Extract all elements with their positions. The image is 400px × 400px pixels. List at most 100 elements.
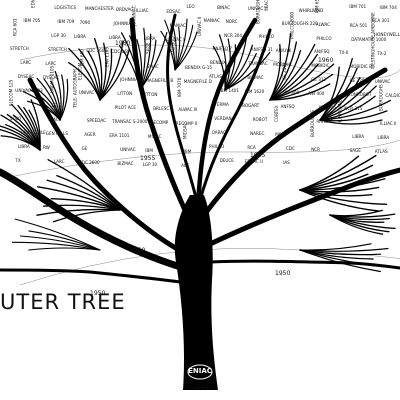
twig (299, 249, 390, 268)
node-label: AN/FSQ 31 (251, 47, 273, 53)
node-label: DYSEAC (18, 74, 34, 80)
node-label: UNIVAC II (197, 17, 203, 36)
node-label: GE 312 (311, 77, 326, 83)
node-label: STRETCH (48, 47, 67, 53)
twig (329, 214, 384, 235)
twig (319, 99, 392, 121)
node-label: CALDIC (385, 93, 400, 99)
node-label: NAREC (250, 131, 264, 137)
node-label: HONEYWELL 800 (374, 32, 400, 38)
diagram-title: UTER TREE (0, 290, 126, 314)
node-label: PHILCO (259, 34, 275, 40)
year-label: 1955 (250, 152, 265, 159)
node-label: SOLO (10, 116, 22, 122)
node-label: AN/FSQ 7 (171, 35, 177, 55)
twig (224, 51, 271, 91)
year-label: 1950 (130, 247, 145, 254)
node-label: ANFSQ (281, 104, 296, 110)
twig (68, 47, 101, 101)
twig (299, 247, 389, 252)
node-label: DATAMATIC 1000 (351, 37, 386, 43)
node-label: DYSEAC (43, 75, 59, 81)
node-label: MONROBOT (347, 92, 372, 98)
node-label: WHIRLWIND (299, 8, 324, 14)
twig (19, 235, 101, 251)
node-label: RW (43, 145, 50, 151)
node-label: IBM (184, 149, 192, 155)
node-label: LITTON (143, 92, 158, 98)
node-label: BRLESC (153, 106, 169, 112)
node-label: MAGNEFILE D (184, 79, 212, 85)
node-label: MIDSAC (182, 123, 188, 139)
node-label: LARC (20, 60, 31, 66)
node-label: UNIVAC 1103 (15, 88, 43, 94)
node-label: EDVAC (30, 0, 36, 8)
twig (93, 37, 103, 101)
node-label: GE (82, 146, 88, 152)
twig (139, 33, 152, 91)
node-label: RCA 501 (350, 23, 368, 29)
node-label: ELECOM 125 (9, 79, 15, 106)
node-label: LIBRA (109, 35, 121, 41)
year-label: 1960 (318, 57, 333, 64)
twig (299, 154, 377, 191)
node-label: ATLAS (375, 149, 388, 155)
node-label: LARC (45, 61, 56, 67)
node-label: CDC (286, 146, 295, 152)
node-label: TX (14, 158, 21, 164)
node-label: RCA 301 (372, 18, 390, 24)
node-label: JOHNNIAC (119, 77, 141, 83)
twig (174, 24, 194, 71)
twig (59, 74, 65, 121)
twig (269, 83, 331, 101)
node-label: MOBIDIC (311, 63, 329, 69)
node-label: IBM 705 (23, 18, 40, 24)
twig (224, 38, 231, 91)
node-label: RW 400 (308, 91, 324, 97)
node-label: LEO (187, 4, 196, 10)
node-label: IAS (283, 160, 290, 166)
node-label: AGER (84, 132, 96, 138)
node-label: UNIVAC FILE (21, 130, 47, 136)
node-label: BURROUGHS 220 (282, 21, 318, 27)
node-label: SWAC (147, 64, 159, 70)
node-label: IBM 650 (315, 0, 321, 13)
twig (29, 89, 61, 121)
twig (319, 57, 353, 121)
twig (174, 31, 198, 71)
node-label: ILLIAC II (380, 121, 396, 127)
node-label: RCA 601 (12, 18, 18, 36)
node-label: MIDAC (148, 134, 162, 140)
node-label: IBM (145, 148, 153, 154)
node-label: RECOMP II (176, 121, 197, 127)
node-label: UNIVAC II (166, 37, 185, 43)
year-label: 1960 (115, 40, 130, 47)
node-label: SAGE (350, 148, 362, 154)
node-label: MANIAC (170, 23, 186, 29)
node-label: CDC 160 (111, 49, 130, 55)
twig (174, 18, 188, 71)
twig (319, 119, 383, 125)
node-label: JOHNNIAC (132, 5, 138, 27)
node-label: NCR 304 (224, 33, 242, 39)
twig (36, 208, 121, 216)
node-label: WESTINGHOUSE AIRBORNE (371, 12, 377, 69)
node-label: TX-2 (376, 51, 387, 57)
node-label: LIBRA (377, 135, 389, 141)
node-label: TRANSAC S-2000 (111, 119, 148, 125)
node-label: ERA 1101 (109, 133, 129, 139)
node-label: STRETCH (10, 46, 29, 52)
node-label: RAYDAC (316, 119, 333, 125)
node-label: NCR (311, 147, 320, 153)
node-label: ACE (181, 163, 190, 169)
node-label: AN/FSQ (314, 49, 330, 55)
node-label: ILLIAC (136, 8, 149, 14)
node-label: TELE- AUTOGRAPH (72, 69, 78, 109)
node-label: LIBRA (74, 34, 86, 40)
node-label: IBM 650 (80, 49, 86, 66)
node-label: ALWAC (316, 22, 330, 28)
twig (299, 189, 379, 212)
node-label: LITTON (117, 91, 132, 97)
twig (42, 204, 121, 211)
